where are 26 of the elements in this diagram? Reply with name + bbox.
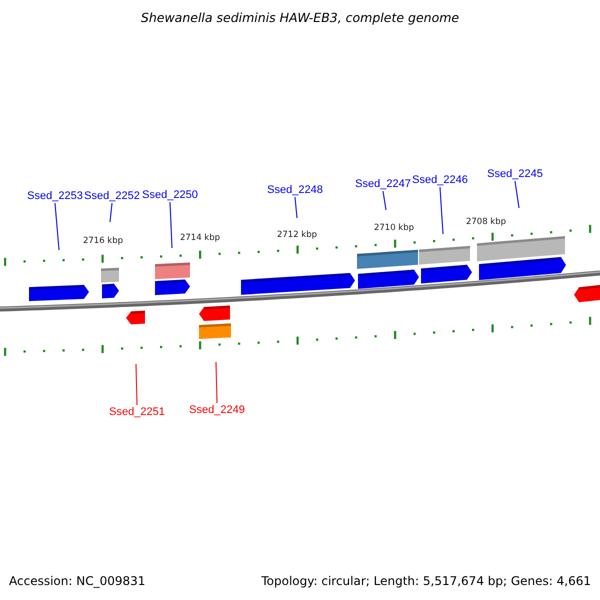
leader-line	[110, 202, 112, 222]
gene-label: Ssed_2253	[27, 190, 83, 202]
leader-line	[216, 362, 218, 404]
gene-label: Ssed_2252	[84, 190, 140, 202]
gene-label: Ssed_2249	[189, 404, 245, 416]
footer-text: Accession: NC_009831	[9, 575, 146, 588]
gene-label: Ssed_2248	[267, 184, 323, 196]
title: Shewanella sediminis HAW-EB3, complete genome	[140, 11, 460, 25]
leader-line	[170, 202, 172, 248]
leader-line	[440, 186, 444, 234]
gene-label: Ssed_2251	[109, 406, 165, 418]
gene-label: Ssed_2250	[142, 189, 198, 202]
gene-label: Ssed_2246	[412, 174, 468, 186]
leader-line	[136, 364, 138, 406]
leader-line	[514, 180, 520, 208]
leader-line	[294, 196, 298, 218]
gene-label: Ssed_2245	[487, 168, 543, 180]
scale-label: 2710 kbp	[374, 224, 414, 234]
scale-label: 2712 kbp	[276, 231, 318, 240]
gene-label: Ssed_2247	[355, 178, 411, 190]
footer-text: Topology: circular; Length: 5,517,674 bp; Genes: 4,661	[261, 575, 591, 588]
leader-line	[54, 202, 60, 250]
scale-label: 2708 kbp	[466, 218, 506, 228]
scale-label: 2714 kbp	[180, 234, 220, 244]
scale-label: 2716 kbp	[82, 237, 124, 246]
leader-line	[382, 190, 386, 210]
